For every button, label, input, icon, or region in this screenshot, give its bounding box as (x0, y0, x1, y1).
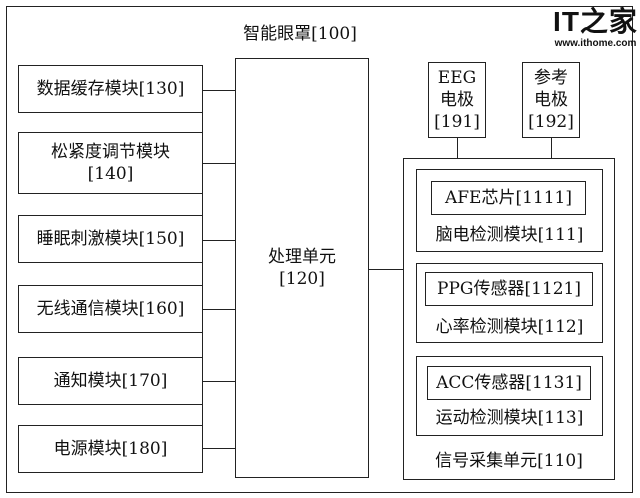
reference-electrode-label: 电极 (534, 89, 568, 110)
ppg-sensor-label: PPG传感器[1121] (437, 278, 581, 299)
heart-rate-detection-module-label: 心率检测模块[112] (435, 317, 584, 337)
module-notification-label: 通知模块[170] (53, 370, 168, 391)
module-tightness-adjust: 松紧度调节模块 [140] (18, 132, 203, 194)
eeg-detection-module-label: 脑电检测模块[111] (435, 225, 584, 245)
ithome-url: www.ithome.com (554, 38, 637, 49)
diagram-title: 智能眼罩[100] (243, 24, 357, 44)
eeg-electrode: EEG 电极 [191] (428, 62, 486, 138)
reference-electrode-ref: [192] (528, 112, 574, 133)
module-tightness-adjust-label: 松紧度调节模块 (51, 141, 170, 162)
module-wireless-communication-label: 无线通信模块[160] (36, 298, 185, 319)
connector-processing-signal (368, 269, 404, 271)
processing-unit-ref: [120] (279, 269, 325, 289)
ithome-logo: IT之家 (553, 6, 638, 37)
ithome-watermark: IT之家 www.ithome.com (553, 6, 638, 58)
connector-140 (202, 163, 236, 165)
acc-sensor: ACC传感器[1131] (427, 366, 591, 400)
module-data-cache-label: 数据缓存模块[130] (36, 78, 185, 99)
signal-acquisition-unit-label: 信号采集单元[110] (435, 451, 583, 471)
connector-130 (202, 90, 236, 92)
reference-electrode: 参考 电极 [192] (522, 62, 580, 138)
module-wireless-communication: 无线通信模块[160] (18, 285, 203, 333)
processing-unit: 处理单元 [120] (235, 58, 369, 478)
module-notification: 通知模块[170] (18, 357, 203, 405)
connector-160 (202, 309, 236, 311)
module-data-cache: 数据缓存模块[130] (18, 65, 203, 113)
eeg-electrode-ref: [191] (434, 112, 480, 133)
eeg-electrode-type: EEG (437, 67, 477, 88)
processing-unit-label: 处理单元 (268, 246, 336, 267)
afe-chip: AFE芯片[1111] (431, 181, 586, 215)
eeg-electrode-label: 电极 (440, 89, 474, 110)
module-sleep-stimulation: 睡眠刺激模块[150] (18, 215, 203, 263)
acc-sensor-label: ACC传感器[1131] (436, 372, 582, 393)
connector-150 (202, 240, 236, 242)
reference-electrode-type: 参考 (534, 67, 568, 88)
connector-170 (202, 381, 236, 383)
motion-detection-module-label: 运动检测模块[113] (435, 408, 584, 428)
bus-line-left (202, 82, 204, 448)
module-tightness-adjust-ref: [140] (87, 164, 134, 184)
ppg-sensor: PPG传感器[1121] (425, 272, 593, 306)
connector-180 (202, 448, 236, 450)
module-sleep-stimulation-label: 睡眠刺激模块[150] (36, 228, 185, 249)
module-power: 电源模块[180] (18, 425, 203, 473)
module-power-label: 电源模块[180] (53, 438, 168, 459)
afe-chip-label: AFE芯片[1111] (444, 187, 572, 208)
